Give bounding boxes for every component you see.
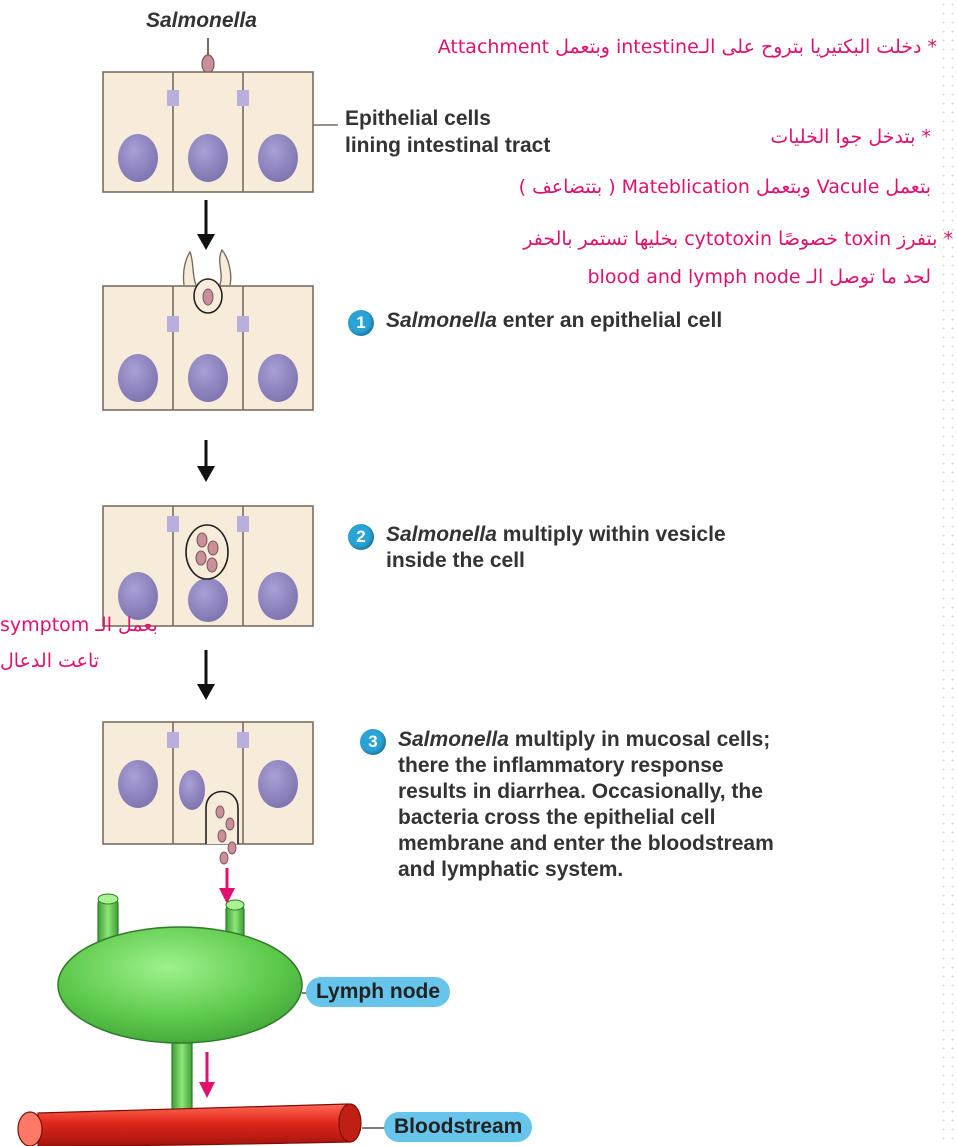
down-arrow-1 bbox=[197, 200, 215, 250]
step-2-badge: 2 bbox=[348, 524, 374, 550]
step-3-line-3: results in diarrhea. Occasionally, the bbox=[398, 779, 774, 805]
step-2-text: Salmonella multiply within vesicle insid… bbox=[386, 522, 726, 574]
step-2: 2 Salmonella multiply within vesicle ins… bbox=[348, 522, 726, 574]
step-3-text: Salmonella multiply in mucosal cells; th… bbox=[398, 727, 774, 883]
annotation-blood-lymph: لحد ما توصل الـ blood and lymph node bbox=[588, 266, 932, 288]
step-1-line-1: enter an epithelial cell bbox=[503, 309, 722, 332]
step-3-line-6: and lymphatic system. bbox=[398, 857, 774, 883]
step-3: 3 Salmonella multiply in mucosal cells; … bbox=[360, 727, 774, 883]
epithelial-cell-row-step2 bbox=[103, 506, 313, 626]
step-1-text: Salmonella enter an epithelial cell bbox=[386, 308, 722, 334]
annotation-toxin: * بتفرز toxin خصوصًا cytotoxin بخليها تس… bbox=[523, 228, 953, 250]
step-1: 1 Salmonella enter an epithelial cell bbox=[348, 308, 722, 336]
bloodstream-vessel bbox=[18, 1104, 388, 1146]
down-arrow-3 bbox=[197, 650, 215, 700]
annotation-attachment: * دخلت البكتيريا بتروح على الـintestine … bbox=[438, 36, 937, 58]
step-3-badge: 3 bbox=[360, 729, 386, 755]
epithelial-cells-label-line2: lining intestinal tract bbox=[345, 133, 550, 159]
annotation-symptom: بعمل الـ symptom bbox=[0, 614, 158, 636]
step-3-line-5: membrane and enter the bloodstream bbox=[398, 831, 774, 857]
step-3-line-4: bacteria cross the epithelial cell bbox=[398, 805, 774, 831]
step-1-organism: Salmonella bbox=[386, 309, 497, 332]
salmonella-label: Salmonella bbox=[146, 8, 257, 34]
lymph-node-illustration bbox=[58, 894, 318, 1140]
lymph-node-label: Lymph node bbox=[306, 977, 450, 1007]
step-2-organism: Salmonella bbox=[386, 523, 497, 546]
down-arrow-2 bbox=[197, 440, 215, 482]
step-3-line-2: there the inflammatory response bbox=[398, 753, 774, 779]
bloodstream-label: Bloodstream bbox=[384, 1112, 532, 1142]
epithelial-cells-label-line1: Epithelial cells bbox=[345, 106, 491, 132]
annotation-enter-cells: * بتدخل جوا الخليات bbox=[770, 126, 931, 148]
step-2-line-2: inside the cell bbox=[386, 548, 726, 574]
annotation-symptom-line2: تاعت الدعال bbox=[0, 650, 99, 672]
step-3-organism: Salmonella bbox=[398, 728, 509, 751]
flow-arrow-to-bloodstream bbox=[199, 1052, 215, 1098]
salmonella-attaching-bacterium bbox=[202, 38, 214, 73]
epithelial-cell-row-step1 bbox=[103, 250, 313, 410]
annotation-vacuole: بتعمل Vacule وبتعمل Mateblication ( بتتض… bbox=[519, 176, 931, 198]
step-1-badge: 1 bbox=[348, 310, 374, 336]
step-3-line-1: multiply in mucosal cells; bbox=[515, 728, 771, 751]
flow-arrow-to-lymph-node bbox=[219, 868, 235, 904]
step-2-line-1: multiply within vesicle bbox=[503, 523, 726, 546]
epithelial-cell-row-initial bbox=[103, 72, 338, 192]
epithelial-cell-row-step3 bbox=[103, 722, 313, 864]
page-edge-texture bbox=[939, 0, 957, 1146]
